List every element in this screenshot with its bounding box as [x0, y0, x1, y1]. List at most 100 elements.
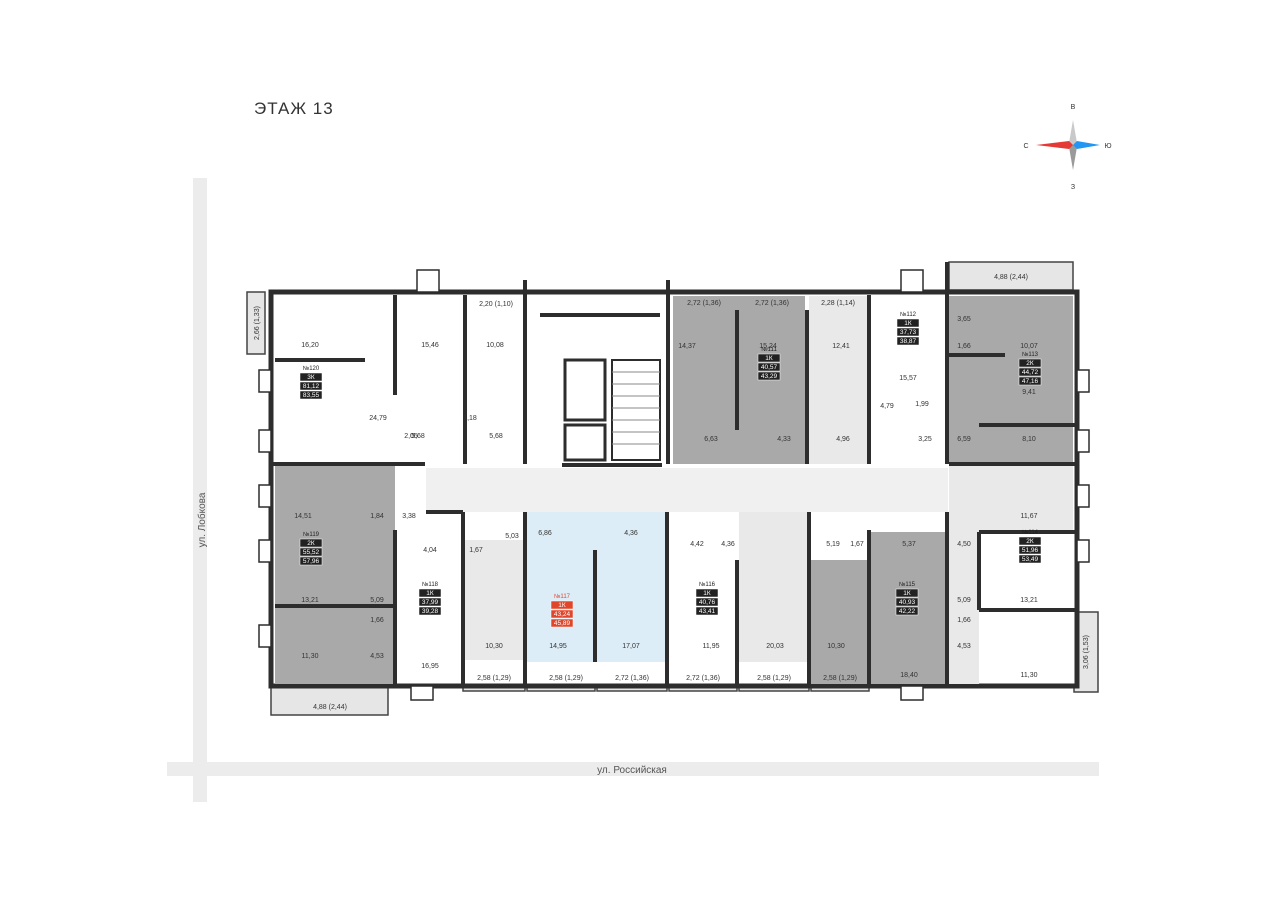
- room-area: 16,20: [301, 342, 319, 349]
- room-area: 4,42: [690, 541, 704, 548]
- balcony-labels: 2,20 (1,10) 2,72 (1,36) 2,72 (1,36) 2,28 (1…: [254, 274, 1090, 711]
- apartment-total-area: 43,41: [699, 608, 716, 615]
- room-area: 18,40: [900, 672, 918, 679]
- apartment-total-area: 57,96: [303, 558, 320, 565]
- apartment-number: №117: [554, 593, 571, 600]
- apartment-number: №111: [761, 346, 777, 353]
- room-area: 11,30: [302, 653, 319, 660]
- balcony-area: 2,72 (1,36): [615, 675, 649, 682]
- room-area: 4,33: [777, 436, 791, 443]
- room-area: 1,66: [957, 617, 971, 624]
- apartment-number: №114: [1022, 529, 1039, 536]
- room-area: 5,19: [826, 541, 840, 548]
- apartment-badges: №1203К81,1283,55№1192К55,5257,96№1181К37…: [299, 311, 1042, 628]
- apartment-total-area: 42,22: [899, 608, 916, 615]
- room-area: 11,67: [1021, 513, 1038, 520]
- room-area: 5,09: [370, 597, 384, 604]
- room-area: 5,68: [489, 433, 503, 440]
- room-area: 4,53: [370, 653, 384, 660]
- apartment-area: 43,24: [554, 611, 571, 618]
- apartment-type: 1К: [904, 320, 912, 327]
- apartment-number: №118: [422, 581, 439, 588]
- apartment-badge-117[interactable]: №117 1К 43,24 45,89: [550, 593, 574, 628]
- balcony-area: 4,88 (2,44): [313, 704, 347, 711]
- compass-south-label: Ю: [1104, 143, 1111, 150]
- balcony-area: 2,58 (1,29): [477, 675, 511, 682]
- room-area: 6,63: [704, 436, 718, 443]
- compass-icon: В З С Ю: [1023, 104, 1111, 191]
- room-area: 5,68: [411, 433, 425, 440]
- room-area: 5,09: [957, 597, 971, 604]
- room-area: 15,46: [421, 342, 439, 349]
- room-area: 3,38: [402, 513, 416, 520]
- room-area: 17,07: [622, 643, 640, 650]
- room-area: 1,66: [370, 617, 384, 624]
- street-band-left: [193, 178, 207, 802]
- apartment-total-area: 43,29: [761, 373, 778, 380]
- room-area: 11,95: [703, 643, 720, 650]
- apartment-type: 2К: [1026, 538, 1034, 545]
- room-area: 12,41: [832, 343, 850, 350]
- room-area: 10,30: [485, 643, 503, 650]
- apartment-area: 37,73: [900, 329, 917, 336]
- room-area: 5,37: [902, 541, 916, 548]
- stair-core: [563, 358, 661, 462]
- apartment-total-area: 45,89: [554, 620, 571, 627]
- balcony-area: 2,72 (1,36): [687, 300, 721, 307]
- room-area: 6,86: [538, 530, 552, 537]
- room-area: 20,03: [766, 643, 784, 650]
- balcony-area: 4,88 (2,44): [994, 274, 1028, 281]
- room-area: 1,66: [957, 343, 971, 350]
- apartment-total-area: 47,16: [1022, 378, 1039, 385]
- apartment-area: 40,57: [761, 364, 778, 371]
- room-area: 1,84: [370, 513, 384, 520]
- room-area: 4,04: [423, 547, 437, 554]
- room-area: 4,50: [957, 541, 971, 548]
- balcony-area: 2,72 (1,36): [755, 300, 789, 307]
- balcony-area: 2,58 (1,29): [757, 675, 791, 682]
- room-area: 6,59: [957, 436, 971, 443]
- room-area: 13,21: [301, 597, 319, 604]
- balcony-area: 2,58 (1,29): [549, 675, 583, 682]
- room-area: 1,67: [469, 547, 483, 554]
- corridor: [426, 468, 948, 512]
- apartment-type: 1К: [703, 590, 711, 597]
- balcony-area: 2,20 (1,10): [479, 301, 513, 308]
- street-label-left: ул. Лобкова: [196, 492, 208, 547]
- room-area: 9,41: [1022, 389, 1036, 396]
- apartment-type: 1К: [903, 590, 911, 597]
- room-area: 10,30: [827, 643, 845, 650]
- street-label-bottom: ул. Российская: [597, 765, 667, 776]
- room-area: 4,36: [624, 530, 638, 537]
- apartment-total-area: 83,55: [303, 392, 320, 399]
- wet-zones: [465, 296, 1073, 684]
- apartment-badge-111[interactable]: №111 1К 40,57 43,29: [757, 346, 781, 381]
- apartment-type: 1К: [558, 602, 566, 609]
- apartment-total-area: 39,28: [422, 608, 439, 615]
- floor-title: ЭТАЖ 13: [254, 99, 334, 118]
- apartment-type: 1К: [765, 355, 773, 362]
- room-area: 4,53: [957, 643, 971, 650]
- apartment-area: 44,72: [1022, 369, 1039, 376]
- apartment-type: 2К: [1026, 360, 1034, 367]
- apartment-type: 2К: [307, 540, 315, 547]
- grey-apartments: [275, 296, 1073, 684]
- balcony-area: 2,28 (1,14): [821, 300, 855, 307]
- balcony-area: 2,58 (1,29): [823, 675, 857, 682]
- apartment-total-area: 38,87: [900, 338, 917, 345]
- apartment-area: 55,52: [303, 549, 320, 556]
- room-area: 2,05: [404, 433, 418, 440]
- room-area: 15,57: [899, 375, 917, 382]
- compass-west-label: З: [1071, 184, 1075, 191]
- room-area: 13,21: [1020, 597, 1038, 604]
- apartment-total-area: 53,49: [1022, 556, 1039, 563]
